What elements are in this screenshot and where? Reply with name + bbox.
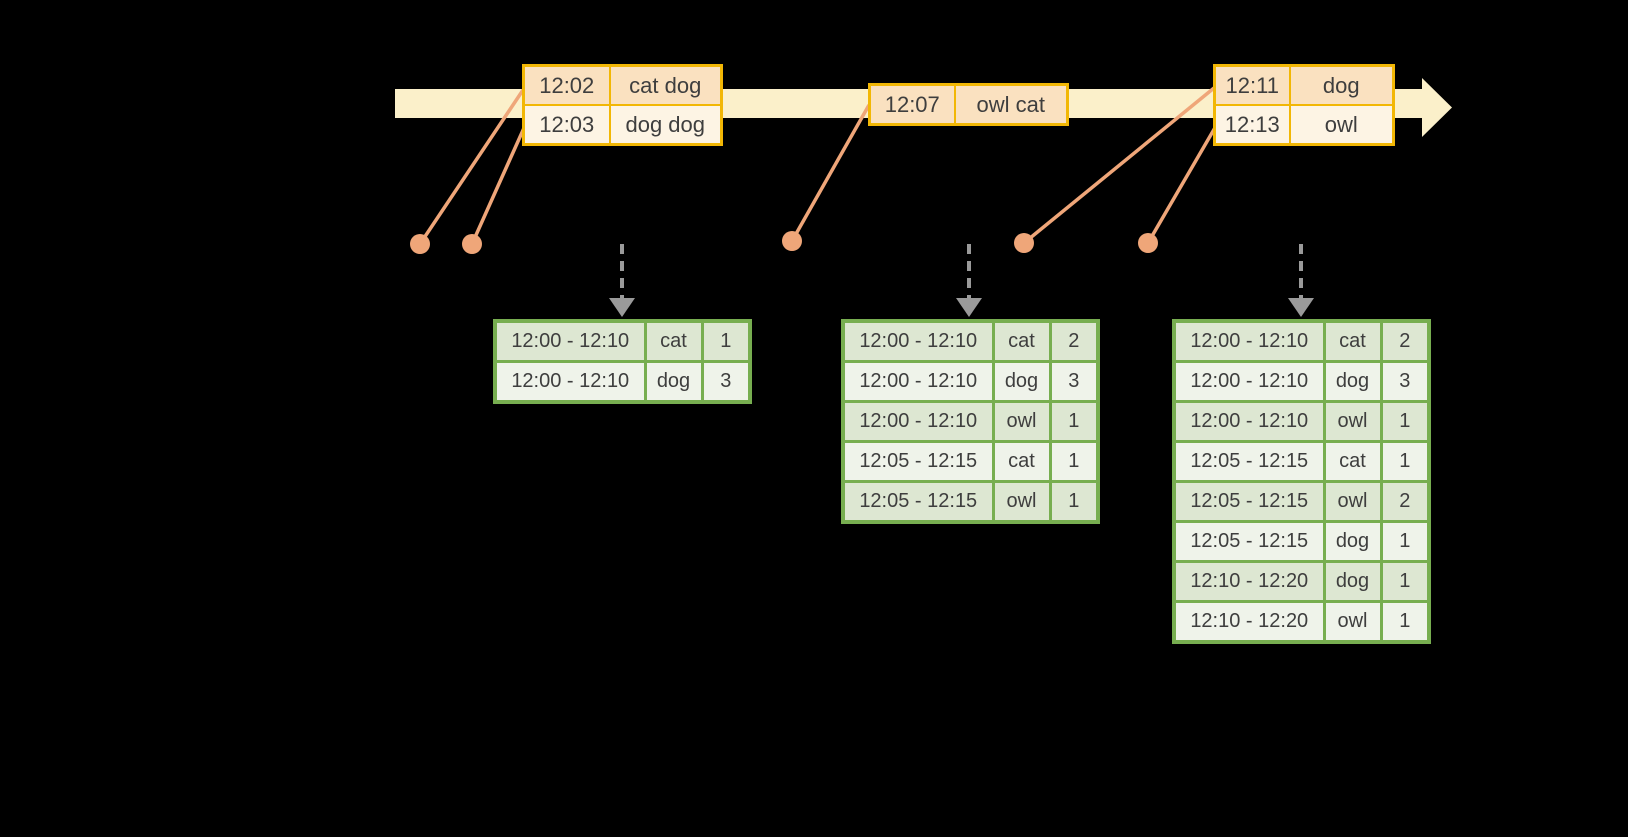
result-window-cell: 12:00 - 12:10: [841, 360, 995, 403]
result-count-cell: 1: [1048, 400, 1100, 443]
result-window-cell: 12:05 - 12:15: [1172, 520, 1326, 563]
arrow-down-head-icon: [1288, 298, 1314, 317]
result-window-cell: 12:00 - 12:10: [1172, 360, 1326, 403]
event-words-cell: cat dog: [608, 64, 723, 106]
result-window-cell: 12:10 - 12:20: [1172, 600, 1326, 644]
arrow-down-head-icon: [609, 298, 635, 317]
result-count-cell: 1: [1379, 440, 1431, 483]
result-window-cell: 12:05 - 12:15: [1172, 440, 1326, 483]
dot-icon: [410, 234, 430, 254]
result-count-cell: 1: [700, 319, 752, 363]
event-connector-line: [1022, 86, 1216, 245]
result-window-cell: 12:00 - 12:10: [841, 400, 995, 443]
arrow-right-icon: [1422, 78, 1452, 137]
result-window-cell: 12:05 - 12:15: [841, 480, 995, 524]
result-window-cell: 12:00 - 12:10: [493, 360, 647, 404]
result-window-cell: 12:00 - 12:10: [1172, 319, 1326, 363]
event-connector-line: [418, 89, 525, 245]
dot-icon: [462, 234, 482, 254]
result-word-cell: owl: [1322, 400, 1383, 443]
result-count-cell: 1: [1379, 400, 1431, 443]
event-connector-lines: [418, 86, 1218, 245]
result-word-cell: dog: [1322, 520, 1383, 563]
event-time-cell: 12:02: [522, 64, 611, 106]
result-count-cell: 2: [1048, 319, 1100, 363]
event-time-cell: 12:13: [1213, 104, 1291, 146]
result-count-cell: 1: [1379, 600, 1431, 644]
result-count-cell: 1: [1379, 520, 1431, 563]
result-window-cell: 12:00 - 12:10: [1172, 400, 1326, 443]
result-word-cell: cat: [643, 319, 704, 363]
event-words-cell: owl cat: [953, 83, 1069, 126]
event-connector-line: [790, 104, 871, 242]
arrow-down-head-icon: [956, 298, 982, 317]
result-word-cell: owl: [991, 480, 1052, 524]
result-window-cell: 12:05 - 12:15: [1172, 480, 1326, 523]
event-connector-line: [470, 127, 526, 245]
event-words-cell: dog: [1288, 64, 1395, 106]
result-count-cell: 3: [1048, 360, 1100, 403]
result-word-cell: owl: [1322, 480, 1383, 523]
result-word-cell: owl: [991, 400, 1052, 443]
dot-icon: [1014, 233, 1034, 253]
result-count-cell: 1: [1048, 440, 1100, 483]
result-window-cell: 12:10 - 12:20: [1172, 560, 1326, 603]
result-window-cell: 12:00 - 12:10: [841, 319, 995, 363]
result-word-cell: dog: [991, 360, 1052, 403]
event-time-cell: 12:07: [868, 83, 956, 126]
result-count-cell: 2: [1379, 319, 1431, 363]
result-window-cell: 12:05 - 12:15: [841, 440, 995, 483]
result-word-cell: cat: [991, 319, 1052, 363]
result-word-cell: owl: [1322, 600, 1383, 644]
result-count-cell: 3: [1379, 360, 1431, 403]
trigger-arrows: [609, 244, 1314, 317]
dot-icon: [782, 231, 802, 251]
result-word-cell: cat: [1322, 440, 1383, 483]
result-word-cell: dog: [1322, 360, 1383, 403]
event-connector-line: [1146, 125, 1218, 244]
result-count-cell: 2: [1379, 480, 1431, 523]
result-word-cell: cat: [991, 440, 1052, 483]
dot-icon: [1138, 233, 1158, 253]
result-count-cell: 1: [1048, 480, 1100, 524]
event-time-cell: 12:11: [1213, 64, 1291, 106]
event-words-cell: dog dog: [608, 104, 723, 146]
result-count-cell: 1: [1379, 560, 1431, 603]
event-words-cell: owl: [1288, 104, 1395, 146]
result-word-cell: cat: [1322, 319, 1383, 363]
event-time-cell: 12:03: [522, 104, 611, 146]
result-word-cell: dog: [1322, 560, 1383, 603]
result-word-cell: dog: [643, 360, 704, 404]
result-count-cell: 3: [700, 360, 752, 404]
result-window-cell: 12:00 - 12:10: [493, 319, 647, 363]
event-marker-dots: [410, 231, 1158, 254]
